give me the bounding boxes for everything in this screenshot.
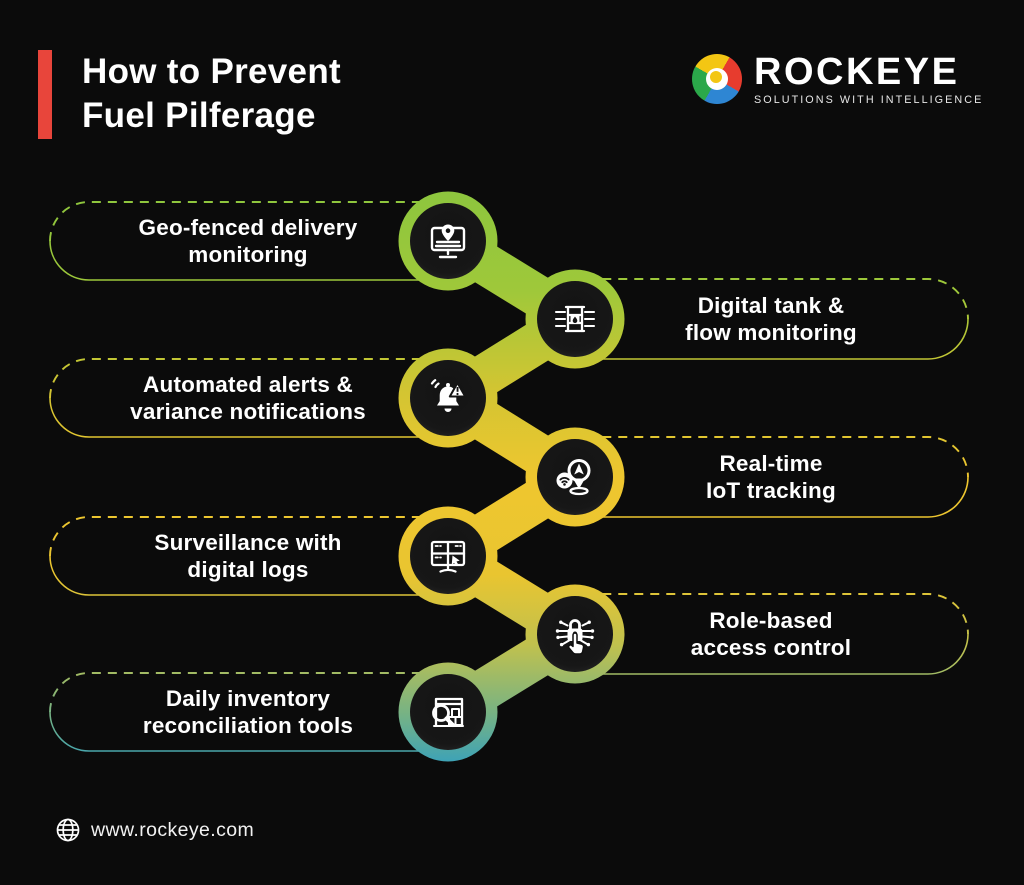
surveillance-monitor-icon (430, 540, 466, 573)
step-3-line2: variance notifications (130, 399, 366, 424)
logo-brand-name: ROCKEYE (754, 51, 960, 93)
step-label-4: Real-time IoT tracking (590, 448, 952, 506)
step-1-line1: Geo-fenced delivery (138, 215, 358, 240)
globe-icon (56, 818, 80, 842)
step-label-3: Automated alerts & variance notification… (62, 369, 434, 427)
step-6-line2: access control (690, 635, 852, 660)
step-5-line2: digital logs (187, 557, 309, 582)
website-link[interactable]: www.rockeye.com (91, 818, 255, 841)
step-3-line1: Automated alerts & (143, 372, 353, 397)
secure-access-lock-icon (555, 619, 595, 655)
step-label-1: Geo-fenced delivery monitoring (62, 212, 434, 270)
step-7-line2: reconciliation tools (142, 713, 354, 738)
title-accent-bar (38, 50, 52, 139)
alert-bell-icon (430, 379, 467, 412)
step-4-line1: Real-time (719, 451, 823, 476)
step-7-line1: Daily inventory (165, 686, 331, 711)
tank-flow-sensor-icon (554, 305, 596, 333)
step-1-line2: monitoring (188, 242, 308, 267)
iot-gps-pin-icon (556, 459, 591, 496)
step-label-7: Daily inventory reconciliation tools (62, 683, 434, 741)
rockeye-logo: ROCKEYE SOLUTIONS WITH INTELLIGENCE (692, 51, 984, 106)
monitor-map-pin-icon (430, 224, 466, 259)
logo-tagline: SOLUTIONS WITH INTELLIGENCE (754, 94, 984, 106)
step-label-5: Surveillance with digital logs (62, 527, 434, 585)
step-5-line1: Surveillance with (154, 530, 342, 555)
inventory-magnifier-icon (432, 697, 464, 727)
page-title-line2: Fuel Pilferage (82, 96, 316, 135)
step-6-line1: Role-based (709, 608, 833, 633)
step-label-6: Role-based access control (590, 605, 952, 663)
page-title: How to Prevent Fuel Pilferage (82, 50, 341, 138)
step-4-line2: IoT tracking (706, 478, 836, 503)
step-2-line1: Digital tank & (697, 293, 845, 318)
swirl-pupil (710, 71, 722, 83)
step-2-line2: flow monitoring (685, 320, 857, 345)
footer: www.rockeye.com (55, 817, 254, 843)
rockeye-swirl-icon (692, 54, 742, 104)
step-label-2: Digital tank & flow monitoring (590, 290, 952, 348)
page-title-line1: How to Prevent (82, 52, 341, 91)
logo-text: ROCKEYE SOLUTIONS WITH INTELLIGENCE (754, 51, 984, 106)
